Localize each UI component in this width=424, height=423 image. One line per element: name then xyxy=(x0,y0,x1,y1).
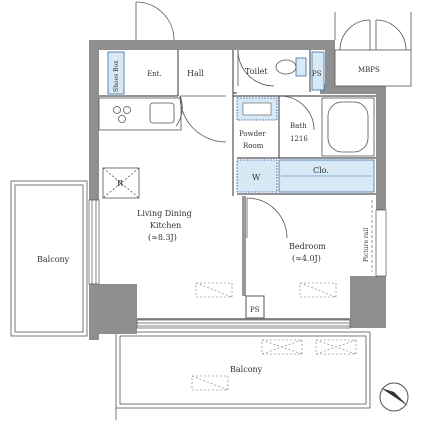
label-balcony-side: Balcony xyxy=(37,255,70,264)
label-ps-lower: PS xyxy=(250,306,260,314)
windows xyxy=(88,199,387,329)
toilet-fixture xyxy=(275,57,307,77)
label-bath-1: Bath xyxy=(290,122,307,130)
label-hall: Hall xyxy=(187,69,204,78)
label-ldk-1: Living Dining xyxy=(137,209,192,218)
label-refrigerator: R xyxy=(117,179,124,188)
label-shoes-box: Shoes Box xyxy=(113,60,120,92)
interior-walls xyxy=(99,50,376,296)
label-washer: W xyxy=(252,173,261,182)
label-mbps: MBPS xyxy=(358,66,380,74)
refrigerator xyxy=(102,167,140,199)
closet xyxy=(278,159,375,193)
label-entrance: Ent. xyxy=(147,70,162,78)
north-arrow-icon xyxy=(379,382,409,412)
exterior-walls xyxy=(89,40,386,340)
label-powder-room-2: Room xyxy=(243,142,264,150)
label-ps-upper: PS xyxy=(312,70,322,78)
shoes-box xyxy=(107,51,125,95)
washer-area xyxy=(236,159,278,193)
side-balcony xyxy=(10,180,88,337)
label-bedroom: Bedroom xyxy=(289,242,326,251)
vanity xyxy=(236,97,278,121)
ceiling-markers xyxy=(191,282,357,391)
label-bath-2: 1216 xyxy=(290,135,308,143)
bottom-balcony xyxy=(115,331,371,420)
label-toilet: Toilet xyxy=(245,67,268,76)
label-powder-room-1: Powder xyxy=(239,130,266,138)
label-balcony-bottom: Balcony xyxy=(230,365,263,374)
doors xyxy=(135,1,315,239)
label-picture-rail: Picture rail xyxy=(363,228,370,262)
bathtub xyxy=(321,97,375,157)
label-ldk-size: (≈8.3J) xyxy=(148,233,177,242)
ps-upper-box xyxy=(311,51,325,91)
label-bedroom-size: (≈4.0J) xyxy=(292,254,321,263)
kitchen-counter xyxy=(98,97,182,131)
mbps-doors xyxy=(334,12,412,87)
label-closet: Clo. xyxy=(313,166,329,175)
label-ldk-2: Kitchen xyxy=(150,221,181,230)
ps-lower-box xyxy=(245,295,265,319)
